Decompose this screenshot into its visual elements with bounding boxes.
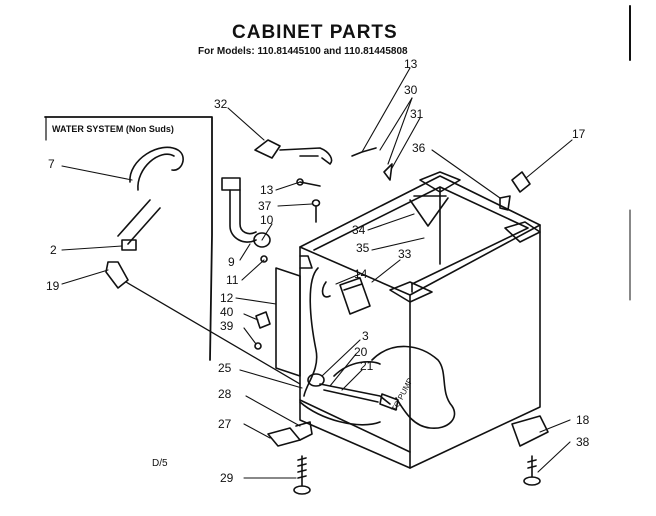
callout-13b: 13 [260, 183, 274, 197]
leveling-leg-38 [523, 455, 541, 486]
callout-34: 34 [352, 223, 366, 237]
callout-32: 32 [214, 97, 228, 111]
leveling-leg-29 [293, 455, 311, 495]
callout-38: 38 [576, 435, 590, 449]
callout-29: 29 [220, 471, 234, 485]
callout-25: 25 [218, 361, 232, 375]
wire-harness [254, 139, 281, 159]
callout-12: 12 [220, 291, 234, 305]
leader-lines [61, 67, 573, 479]
callout-17: 17 [572, 127, 586, 141]
callout-37: 37 [258, 199, 272, 213]
callout-20: 20 [354, 345, 368, 359]
inlet-hose [129, 146, 184, 183]
callout-7: 7 [48, 157, 55, 171]
callout-33: 33 [398, 247, 412, 261]
callout-28: 28 [218, 387, 232, 401]
callout-39: 39 [220, 319, 234, 333]
callout-21: 21 [360, 359, 374, 373]
callout-11: 11 [226, 273, 239, 287]
callout-9: 9 [228, 255, 235, 269]
page-code: D/5 [152, 458, 168, 469]
page-title: CABINET PARTS [232, 22, 398, 43]
models-line: For Models: 110.81445100 and 110.8144580… [198, 46, 408, 57]
callout-36: 36 [412, 141, 426, 155]
side-panel [275, 267, 301, 377]
callout-2: 2 [50, 243, 57, 257]
callout-19: 19 [46, 279, 60, 293]
water-system-label: WATER SYSTEM (Non Suds) [52, 124, 174, 134]
callout-27: 27 [218, 417, 232, 431]
water-system-box [44, 116, 213, 361]
callout-31: 31 [410, 107, 424, 121]
callout-13: 13 [404, 57, 418, 71]
foot-bracket [267, 427, 301, 447]
pressure-switch [339, 277, 371, 315]
callout-14: 14 [354, 267, 368, 281]
callout-10: 10 [260, 213, 274, 227]
callout-30: 30 [404, 83, 418, 97]
callout-40: 40 [220, 305, 234, 319]
callout-18: 18 [576, 413, 590, 427]
cabinet-body [299, 171, 541, 469]
leg-bracket [511, 415, 549, 447]
callout-3: 3 [362, 329, 369, 343]
callout-35: 35 [356, 241, 370, 255]
